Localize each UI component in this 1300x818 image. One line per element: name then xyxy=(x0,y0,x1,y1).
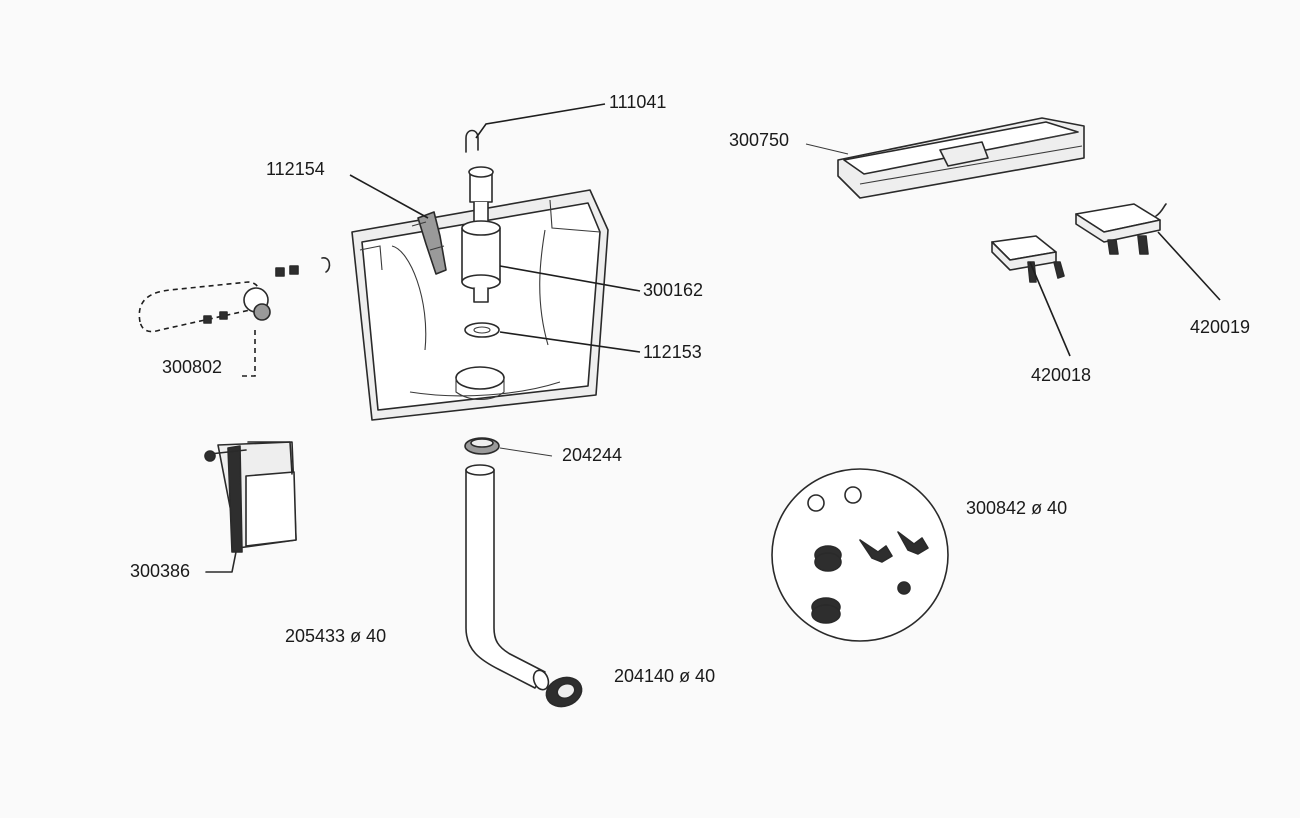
label-lever-mechanism: 112154 xyxy=(266,159,325,179)
valve-gasket-part xyxy=(464,322,500,338)
label-pipe-connector: 204140 ø 40 xyxy=(614,666,716,686)
label-push-button-small: 420018 xyxy=(1031,365,1092,385)
label-cistern-lid: 300750 xyxy=(729,130,790,150)
flush-pipe-part xyxy=(465,464,546,689)
leader-lines xyxy=(349,103,1221,457)
label-fill-valve: 300386 xyxy=(130,561,191,581)
label-dash-handle: 300802 xyxy=(162,357,223,377)
label-valve-gasket: 112153 xyxy=(643,342,702,362)
label-flush-valve: 300162 xyxy=(643,280,704,300)
push-button-large-part xyxy=(1075,203,1167,255)
flush-tube-hook-part xyxy=(465,129,479,153)
cistern-lid-part xyxy=(837,117,1085,199)
lever-mechanism-part xyxy=(411,211,447,275)
label-flush-tube-hook: 111041 xyxy=(609,92,667,112)
label-outlet-seal: 204244 xyxy=(562,445,623,465)
flush-valve-part xyxy=(461,166,501,303)
fill-valve-part xyxy=(204,441,297,573)
fixing-kit-part xyxy=(771,468,949,642)
pipe-connector-part xyxy=(532,669,583,708)
outlet-seal-part xyxy=(464,437,500,455)
label-fixing-kit: 300842 ø 40 xyxy=(966,498,1068,518)
cistern-tank xyxy=(351,189,609,421)
dash-handle-assembly-part xyxy=(138,257,331,377)
push-button-small-part xyxy=(991,235,1065,283)
label-flush-pipe: 205433 ø 40 xyxy=(285,626,387,646)
label-push-button-large: 420019 xyxy=(1190,317,1251,337)
